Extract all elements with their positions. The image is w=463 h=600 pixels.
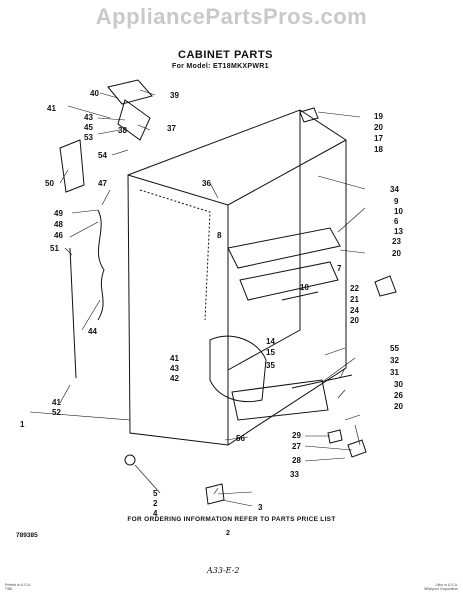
page-number: 2 <box>226 530 230 537</box>
callout-21: 21 <box>350 295 359 304</box>
callout-54: 54 <box>98 151 107 160</box>
callout-35: 35 <box>266 361 275 370</box>
callout-46: 46 <box>54 231 63 240</box>
rear-roller <box>347 439 367 458</box>
callout-48: 48 <box>54 220 63 229</box>
callout-42: 42 <box>170 374 179 383</box>
model-subtitle: For Model: ET18MKXPWR1 <box>172 63 269 70</box>
crisper-cover <box>209 335 267 403</box>
callout-20: 20 <box>394 402 403 411</box>
handwritten-code: A33-E-2 <box>207 566 240 575</box>
callout-19: 19 <box>374 112 383 121</box>
fine-print-right: Litho in U.S.A. Whirlpool Corporation <box>424 583 458 591</box>
cabinet-top-edge <box>127 139 347 206</box>
callout-2: 2 <box>153 499 158 508</box>
drain-channel <box>291 374 353 389</box>
callout-53: 53 <box>84 133 93 142</box>
guard-clip <box>327 429 343 444</box>
cabinet-back-edge <box>227 110 301 371</box>
site-watermark: AppliancePartsPros.com <box>95 4 368 29</box>
shelf-rail-lower <box>239 261 339 301</box>
callout-13: 13 <box>394 227 403 236</box>
callout-7: 7 <box>337 264 342 273</box>
callout-36: 36 <box>202 179 211 188</box>
callout-17: 17 <box>374 134 383 143</box>
diagram-title: CABINET PARTS <box>178 49 273 61</box>
top-hinge <box>299 107 319 123</box>
callout-28: 28 <box>292 456 301 465</box>
callout-labels: 41 40 39 43 45 53 38 37 54 50 47 49 48 4… <box>20 89 403 518</box>
callout-24: 24 <box>350 306 359 315</box>
callout-52: 52 <box>52 408 61 417</box>
callout-27: 27 <box>292 442 301 451</box>
side-bracket <box>374 275 397 297</box>
callout-33: 33 <box>290 470 299 479</box>
callout-34: 34 <box>390 185 399 194</box>
callout-10: 10 <box>300 283 309 292</box>
callout-40: 40 <box>90 89 99 98</box>
leader-lines <box>29 89 366 507</box>
fine-print-left: Printed in U.S.A. 7/88 <box>5 583 31 591</box>
callout-41: 41 <box>52 398 61 407</box>
leveling-leg-left <box>124 454 136 466</box>
hinge-plate <box>117 99 151 141</box>
callout-3: 3 <box>258 503 263 512</box>
document-number: 789385 <box>16 532 38 539</box>
callout-20: 20 <box>392 249 401 258</box>
callout-26: 26 <box>394 391 403 400</box>
callout-23: 23 <box>392 237 401 246</box>
callout-55: 55 <box>390 344 399 353</box>
callout-31: 31 <box>390 368 399 377</box>
callout-20: 20 <box>374 123 383 132</box>
callout-51: 51 <box>50 244 59 253</box>
callout-9: 9 <box>394 197 399 206</box>
callout-30: 30 <box>394 380 403 389</box>
front-bracket <box>205 483 225 505</box>
callout-45: 45 <box>84 123 93 132</box>
callout-44: 44 <box>88 327 97 336</box>
cover-plate <box>59 139 85 193</box>
cabinet-liner <box>139 189 211 321</box>
callout-29: 29 <box>292 431 301 440</box>
ordering-note: FOR ORDERING INFORMATION REFER TO PARTS … <box>127 516 336 523</box>
callout-41: 41 <box>170 354 179 363</box>
cabinet-outline <box>127 109 347 446</box>
callout-4: 4 <box>153 509 158 518</box>
callout-20: 20 <box>350 316 359 325</box>
drain-hose <box>69 247 77 379</box>
callout-50: 50 <box>45 179 54 188</box>
compartment-floor <box>231 379 329 421</box>
callout-15: 15 <box>266 348 275 357</box>
callout-49: 49 <box>54 209 63 218</box>
callout-47: 47 <box>98 179 107 188</box>
callout-22: 22 <box>350 284 359 293</box>
callout-43: 43 <box>84 113 93 122</box>
callout-39: 39 <box>170 91 179 100</box>
callout-6: 6 <box>394 217 399 226</box>
callout-41: 41 <box>47 104 56 113</box>
callout-5: 5 <box>153 489 158 498</box>
callout-38: 38 <box>118 126 127 135</box>
callout-1: 1 <box>20 420 25 429</box>
callout-10: 10 <box>394 207 403 216</box>
callout-37: 37 <box>167 124 176 133</box>
shelf-strip <box>281 291 319 301</box>
callout-56: 56 <box>236 434 245 443</box>
callout-18: 18 <box>374 145 383 154</box>
drain-tube <box>97 209 105 321</box>
callout-43: 43 <box>170 364 179 373</box>
shelf-rail-upper <box>227 227 341 269</box>
callout-32: 32 <box>390 356 399 365</box>
callout-8: 8 <box>217 231 222 240</box>
hinge-bracket <box>107 79 153 105</box>
callout-14: 14 <box>266 337 275 346</box>
